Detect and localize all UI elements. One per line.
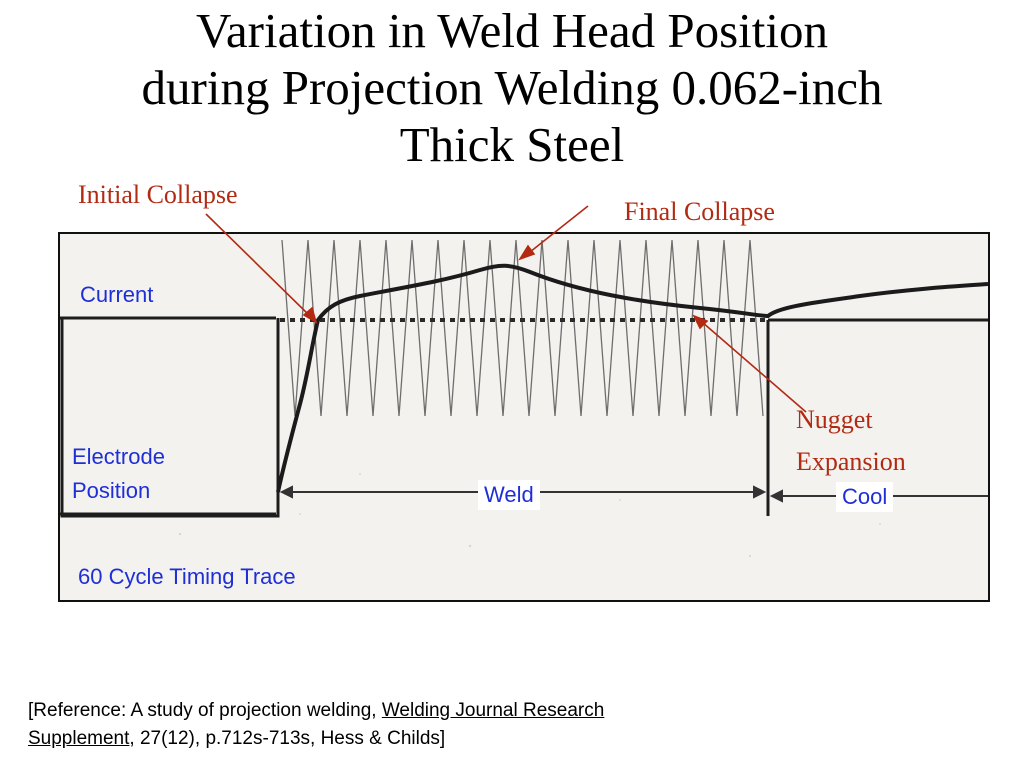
current-label: Current	[80, 282, 154, 307]
current-oscillation-wave	[281, 239, 764, 417]
cool-label: Cool	[836, 482, 894, 512]
title-line-3: Thick Steel	[399, 117, 625, 172]
weld-label: Weld	[478, 480, 540, 510]
electrode-position-trace	[276, 263, 988, 493]
title-line-2: during Projection Welding 0.062-inch	[141, 60, 883, 115]
electrode-label-line-1: Electrode	[72, 444, 165, 469]
nugget-label-line-2: Expansion	[796, 447, 906, 476]
reference-prefix: [Reference: A study of projection weldin…	[28, 700, 382, 721]
electrode-label-line-2: Position	[72, 478, 151, 503]
reference-suffix: , 27(12), p.712s-713s, Hess & Childs]	[129, 728, 446, 749]
nugget-label-line-1: Nugget	[796, 405, 873, 434]
slide-title: Variation in Weld Head Position during P…	[0, 2, 1024, 173]
electrode-step-left	[60, 318, 280, 518]
paper-texture	[178, 467, 881, 558]
initial-collapse-label: Initial Collapse	[78, 180, 238, 209]
timing-trace-label: 60 Cycle Timing Trace	[78, 564, 296, 589]
title-line-1: Variation in Weld Head Position	[195, 3, 829, 58]
journal-name-part-2: Supplement	[28, 728, 130, 749]
final-collapse-label: Final Collapse	[624, 197, 775, 226]
current-oscillation	[281, 239, 764, 417]
reference-citation: [Reference: A study of projection weldin…	[28, 697, 828, 753]
journal-name-part-1: Welding Journal Research	[381, 700, 605, 721]
